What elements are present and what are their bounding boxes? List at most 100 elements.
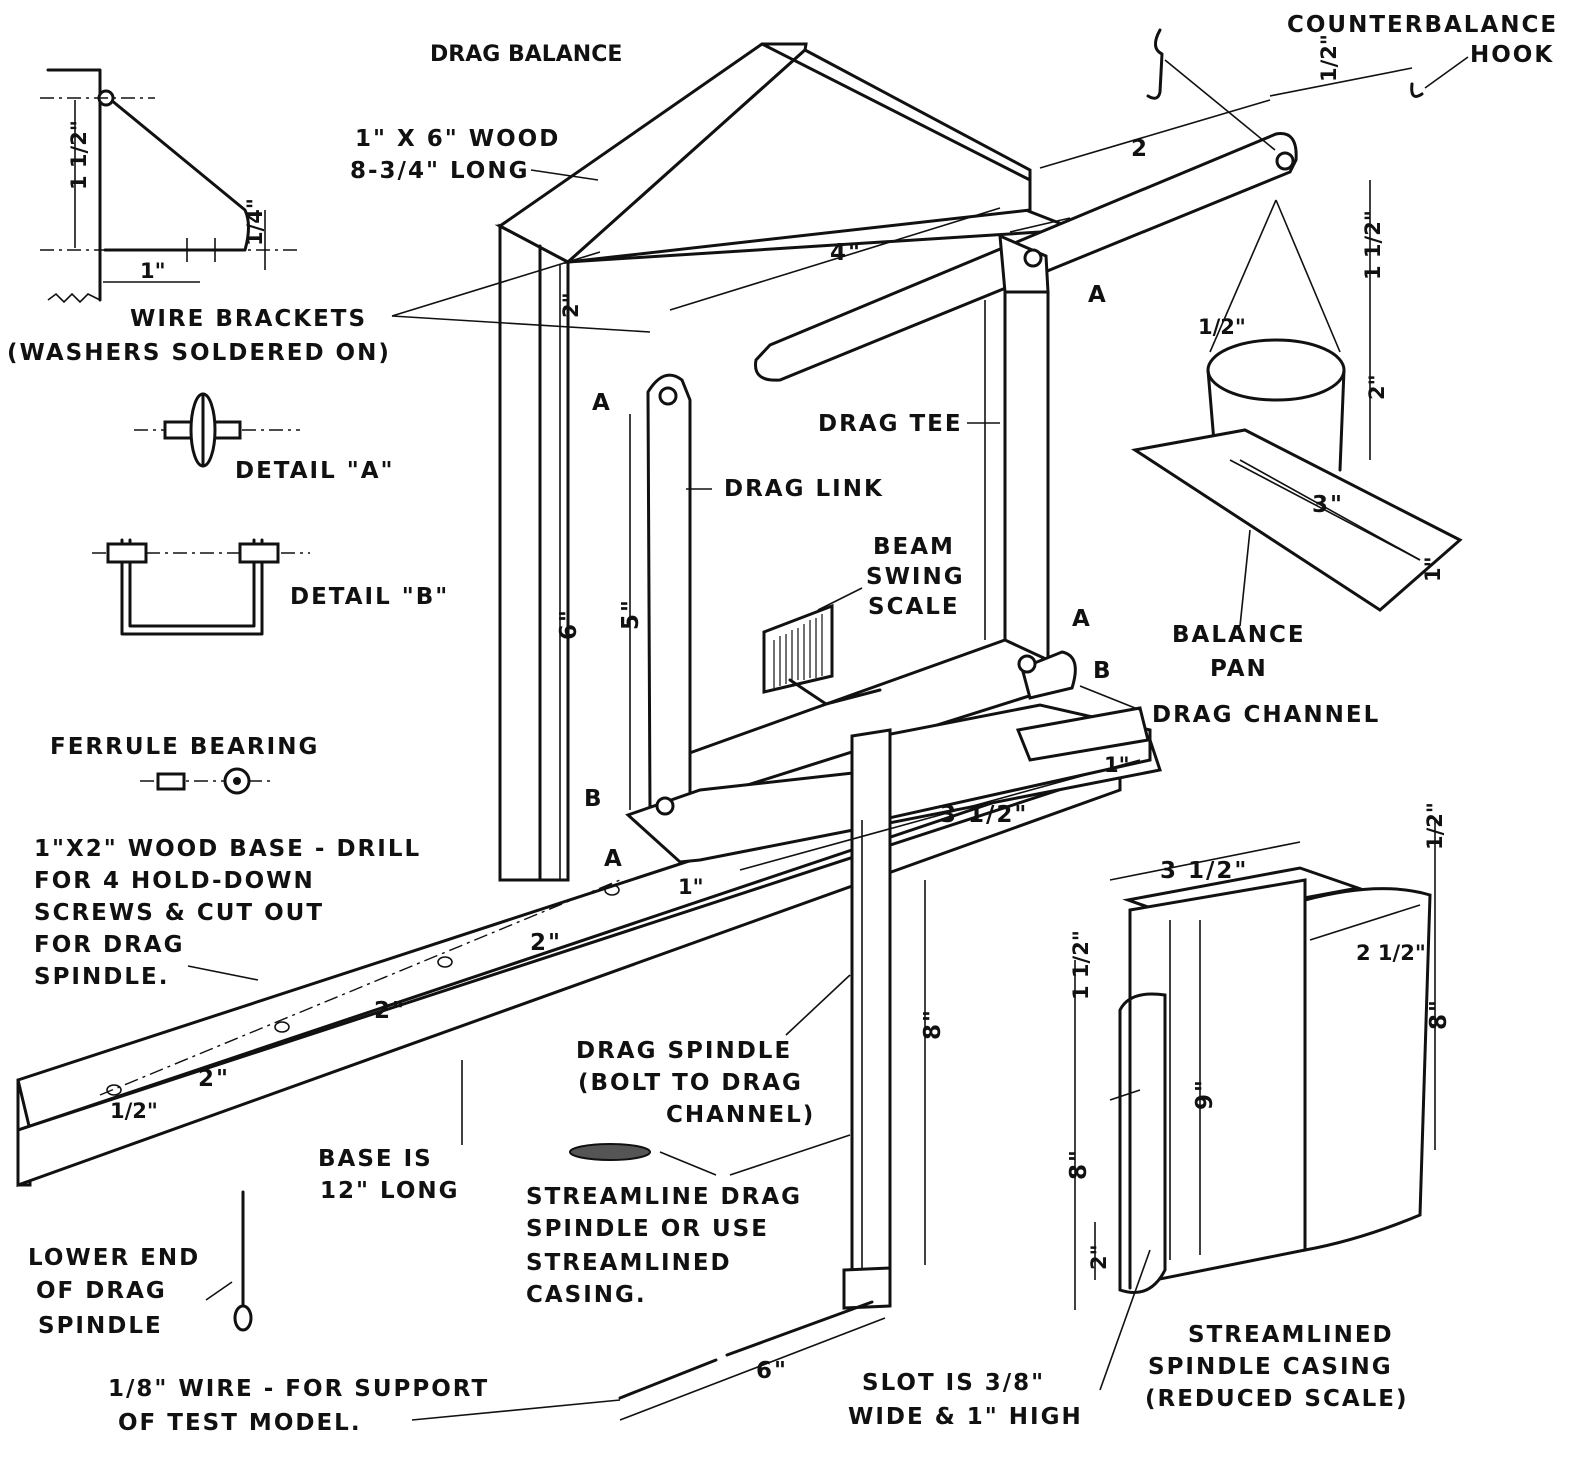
hole-icon <box>274 1021 290 1033</box>
label-casing-3: (REDUCED SCALE) <box>1145 1386 1409 1412</box>
dim-five: 5" <box>618 598 644 630</box>
pivot-icon <box>1023 248 1043 268</box>
airfoil-section-icon <box>569 1143 651 1161</box>
streamlined-casing <box>1118 866 1432 1294</box>
label-lower-end-2: OF DRAG <box>36 1278 167 1304</box>
label-drag-spindle-1: DRAG SPINDLE <box>576 1038 792 1064</box>
dim-six-upright: 6" <box>556 608 582 640</box>
dim-half: 1/2" <box>1317 34 1341 82</box>
dimension-lines <box>559 67 1436 1421</box>
wire-bracket-detail <box>40 68 300 304</box>
pivot-icon <box>1275 151 1295 171</box>
label-hook: HOOK <box>1470 42 1554 68</box>
hole-icon <box>437 956 453 968</box>
label-detail-a: DETAIL "A" <box>235 458 395 484</box>
dim-base-two-a: 2" <box>530 930 562 956</box>
label-point-b: B <box>584 786 604 812</box>
label-scale: SCALE <box>868 594 960 620</box>
label-streamline-2: SPINDLE OR USE <box>526 1216 769 1242</box>
ferrule-bearing-drawing <box>140 767 270 795</box>
label-base-2: FOR 4 HOLD-DOWN <box>34 868 315 894</box>
label-base-3: SCREWS & CUT OUT <box>34 900 324 926</box>
dim-quarter: 1/4" <box>243 198 267 246</box>
detail-b-drawing <box>92 538 310 636</box>
label-point-a: A <box>1088 282 1108 308</box>
dim-casing-eight-left: 8" <box>1066 1148 1092 1180</box>
dim-casing-eight: 8" <box>1426 998 1452 1030</box>
label-beam: BEAM <box>873 534 955 560</box>
dim-three: 3" <box>1312 492 1344 518</box>
dim-base-half: 1/2" <box>110 1099 158 1123</box>
label-drag-spindle-2: (BOLT TO DRAG <box>578 1070 803 1096</box>
label-drag-tee: DRAG TEE <box>818 411 963 437</box>
detail-a-drawing <box>134 392 300 468</box>
counterbalance-hooks <box>1146 28 1424 100</box>
label-base-4: FOR DRAG <box>34 932 184 958</box>
label-pan: PAN <box>1210 656 1268 682</box>
dim-wire-six: 6" <box>756 1358 788 1384</box>
dim-casing-nine: 9" <box>1192 1078 1218 1110</box>
label-drag-spindle-3: CHANNEL) <box>666 1102 815 1128</box>
balance-pan <box>1131 199 1463 612</box>
dim-one-bracket: 1" <box>140 259 166 283</box>
label-point-b: B <box>1093 658 1113 684</box>
label-detail-b: DETAIL "B" <box>290 584 449 610</box>
label-point-a: A <box>1072 606 1092 632</box>
dim-three-half: 3 1/2" <box>940 802 1028 828</box>
label-ferrule-bearing: FERRULE BEARING <box>50 734 319 760</box>
label-streamline-3: STREAMLINED <box>526 1250 732 1276</box>
support-wire <box>618 1300 874 1400</box>
pivot-icon <box>1017 654 1037 674</box>
label-washers: (WASHERS SOLDERED ON) <box>7 340 391 366</box>
label-base-is: BASE IS <box>318 1146 433 1172</box>
label-swing: SWING <box>866 564 965 590</box>
label-base-1: 1"X2" WOOD BASE - DRILL <box>34 836 421 862</box>
label-base-5: SPINDLE. <box>34 964 169 990</box>
label-point-a: A <box>604 846 624 872</box>
label-wire-1: 1/8" WIRE - FOR SUPPORT <box>108 1376 489 1402</box>
dim-base-one: 1" <box>678 875 704 899</box>
dim-casing-one-half: 1 1/2" <box>1069 930 1093 1000</box>
label-streamline-1: STREAMLINE DRAG <box>526 1184 802 1210</box>
dim-one-half-bracket: 1 1/2" <box>67 120 91 190</box>
dim-pan-half: 1/2" <box>1198 315 1246 339</box>
dim-four: 4" <box>830 240 862 266</box>
pivot-icon <box>658 386 678 406</box>
drag-link <box>646 373 692 814</box>
label-slot-2: WIDE & 1" HIGH <box>848 1404 1083 1430</box>
hole-icon <box>604 884 620 896</box>
ferrule-center-icon <box>233 777 241 785</box>
hole-icon <box>106 1084 122 1096</box>
dim-spindle-eight: 8" <box>920 1008 946 1040</box>
hook-icon <box>1146 28 1164 100</box>
label-wood-1: 1" X 6" WOOD <box>355 126 560 152</box>
label-counterbalance: COUNTERBALANCE <box>1287 12 1558 38</box>
label-wire-brackets: WIRE BRACKETS <box>130 306 367 332</box>
label-wire-2: OF TEST MODEL. <box>118 1410 362 1436</box>
dim-base-two-b: 2" <box>374 998 406 1024</box>
lower-end-spindle <box>233 1190 253 1332</box>
dim-casing-two: 2" <box>1087 1244 1111 1270</box>
beam-swing-scale <box>762 587 882 706</box>
hold-down-holes <box>106 884 620 1096</box>
label-streamline-4: CASING. <box>526 1282 647 1308</box>
label-base-long: 12" LONG <box>320 1178 460 1204</box>
label-slot-1: SLOT IS 3/8" <box>862 1370 1045 1396</box>
label-lower-end-3: SPINDLE <box>38 1313 163 1339</box>
leader-lines <box>187 56 1469 1421</box>
dim-pan-two: 2" <box>1365 374 1389 400</box>
upright-board <box>494 42 1074 882</box>
label-drag-channel: DRAG CHANNEL <box>1152 702 1380 728</box>
label-lower-end-1: LOWER END <box>28 1245 200 1271</box>
label-wood-2: 8-3/4" LONG <box>350 158 529 184</box>
hook-icon <box>1410 82 1424 98</box>
label-drag-link: DRAG LINK <box>724 476 884 502</box>
dim-casing-half: 1/2" <box>1423 802 1447 850</box>
label-casing-2: SPINDLE CASING <box>1148 1354 1393 1380</box>
label-balance: BALANCE <box>1172 622 1306 648</box>
drag-spindle <box>842 728 892 1310</box>
pivot-icon <box>655 796 675 816</box>
drawing-title: DRAG BALANCE <box>430 42 622 67</box>
